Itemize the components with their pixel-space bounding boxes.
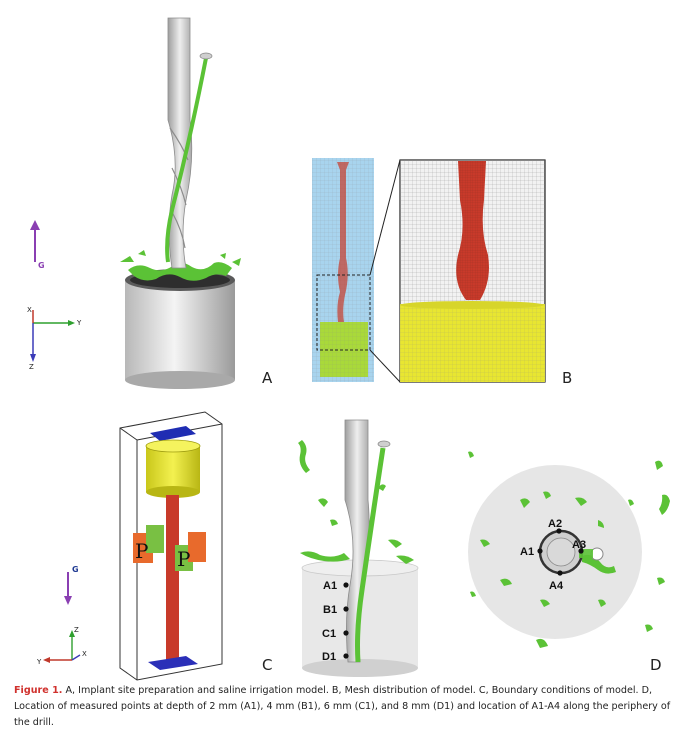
axis-x-label: X	[27, 306, 32, 314]
mesh-zoom-view	[399, 159, 546, 383]
drill-mesh-small	[337, 162, 349, 322]
caption-text: A, Implant site preparation and saline i…	[14, 685, 671, 728]
irrigation-needle	[165, 52, 213, 263]
pressure-label-1: P	[135, 539, 148, 563]
periphery-point-a2: A2	[548, 518, 562, 530]
gravity-arrow-icon	[30, 220, 40, 262]
axis-z-label-c: Z	[74, 626, 79, 634]
panel-b: B	[312, 158, 572, 387]
panel-a: G X Y Z	[27, 17, 273, 389]
gravity-label-c: G	[72, 565, 79, 574]
panel-label-a: A	[262, 369, 273, 387]
axis-x-label-c: X	[82, 650, 87, 658]
pressure-label-2: P	[177, 547, 190, 571]
outlet-patch	[148, 656, 198, 670]
periphery-point-a4: A4	[549, 580, 564, 592]
depth-point-markers	[343, 582, 349, 659]
panel-d-periphery: A1 A2 A3 A4 D	[468, 451, 670, 674]
depth-point-b1: B1	[323, 604, 337, 616]
bone-cylinder	[125, 269, 235, 389]
axes-triad-icon	[43, 630, 81, 663]
gravity-arrow-icon	[64, 572, 72, 605]
pressure-markers	[133, 525, 206, 571]
axis-z-label: Z	[29, 363, 34, 371]
panel-label-c: C	[262, 656, 272, 674]
periphery-point-a1: A1	[520, 546, 534, 558]
panel-d-depth: A1 B1 C1 D1	[298, 419, 419, 677]
irrigation-needle-d	[355, 447, 386, 663]
axes-triad-icon	[30, 310, 75, 362]
gravity-label: G	[38, 261, 45, 270]
depth-point-c1: C1	[322, 628, 336, 640]
zoom-region	[316, 274, 371, 351]
panel-label-d: D	[650, 656, 662, 674]
panel-c: G Z Y X	[36, 411, 272, 681]
drill-c	[166, 495, 179, 667]
caption-lead: Figure 1.	[14, 685, 63, 696]
depth-point-d1: D1	[322, 651, 336, 663]
irrigation-splash-top	[468, 451, 670, 648]
periphery-point-markers	[537, 528, 584, 576]
panel-label-b: B	[562, 369, 572, 387]
axis-y-label-c: Y	[36, 658, 42, 666]
inlet-patch	[150, 426, 196, 441]
irrigation-splash-d	[298, 440, 414, 564]
bone-cylinder-c	[145, 439, 201, 498]
depth-point-a1: A1	[323, 580, 337, 592]
axis-y-label: Y	[76, 319, 82, 327]
figure-caption: Figure 1. A, Implant site preparation an…	[14, 683, 686, 731]
irrigation-splash	[120, 250, 241, 281]
periphery-point-a3: A3	[572, 539, 586, 551]
